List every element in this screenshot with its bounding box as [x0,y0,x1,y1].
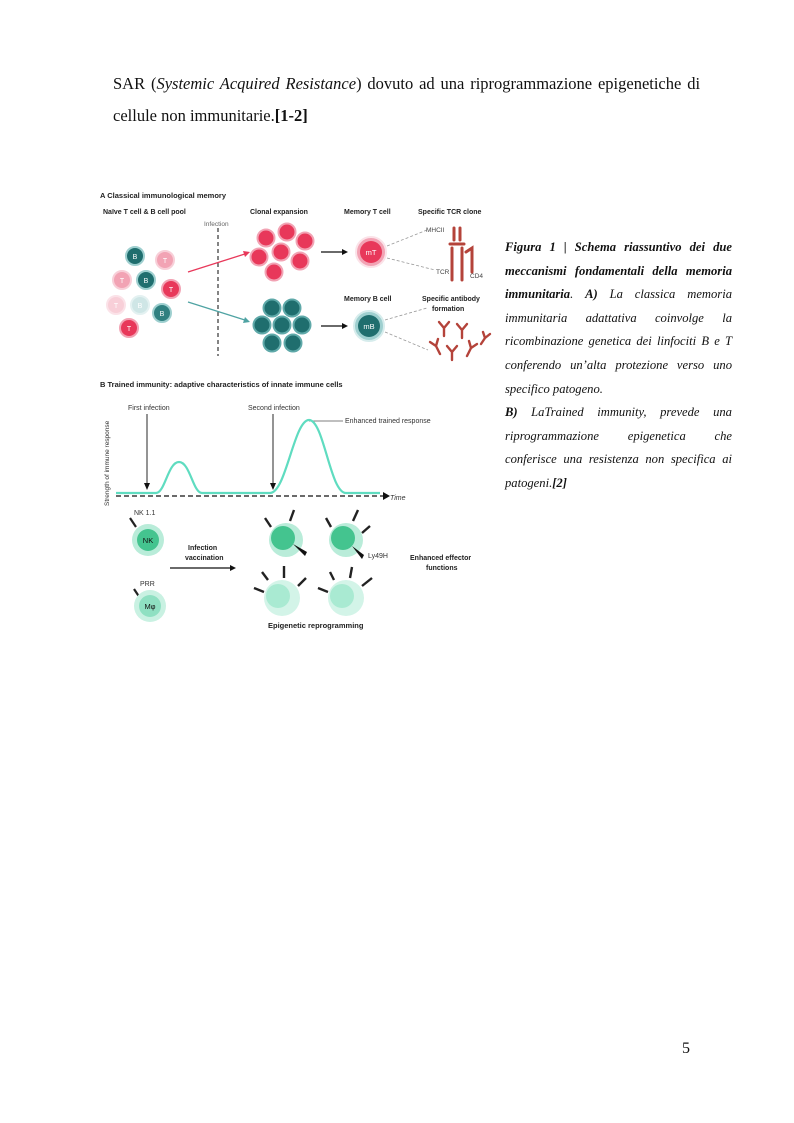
naive-b-cell [152,303,172,323]
body-text-end: ) dovuto ad una riprogrammazione epigene… [113,74,701,125]
trained-nk-cells [264,509,371,559]
mhcii-label: MHCII [426,227,445,234]
svg-text:T: T [169,287,174,294]
enhanced-response-label: Enhanced trained response [345,418,431,425]
naive-t-cell [155,250,175,270]
caption-a-text: La classica memoria immunitaria adattati… [505,287,732,396]
naive-b-cell [130,295,150,315]
ly49h-label: Ly49H [368,553,388,560]
caption-ref: [2] [552,475,567,490]
body-text-italic: Systemic Acquired Resistance [156,74,357,93]
nk-cell: NK [129,517,164,556]
naive-t-cell [106,295,126,315]
figure-caption: Figura 1 | Schema riassuntivo dei due me… [505,240,732,490]
memory-b-label: Memory B cell [344,296,392,303]
naive-t-cell [119,318,139,338]
y-axis-label: Strength of immune response [104,420,111,506]
page-number: 5 [682,1040,690,1057]
trained-macrophages [253,566,373,616]
prr-label: PRR [140,581,155,588]
clonal-expansion-label: Clonal expansion [250,209,308,216]
first-infection-label: First infection [128,405,170,412]
enhanced-effector-label: Enhanced effector [410,555,471,562]
panel-a-title: A Classical immunological memory [100,191,227,200]
epigenetic-reprogramming-label: Epigenetic reprogramming [268,621,364,630]
antibody-formation-label: formation [432,306,464,313]
naive-t-cell [112,270,132,290]
caption-b-text: LaTrained immunity, prevede una riprogra… [505,405,732,490]
tcr-clone-label: Specific TCR clone [418,209,482,216]
svg-text:T: T [127,326,132,333]
cd4-label: CD4 [470,273,483,280]
macrophage-cell: Mφ [133,588,166,622]
antibody-label: Specific antibody [422,296,480,303]
memory-t-cell: mT [355,236,387,268]
antibody-icons [428,320,492,362]
second-infection-label: Second infection [248,405,300,412]
body-paragraph: SAR (Systemic Acquired Resistance) dovut… [113,68,700,132]
svg-text:B: B [160,311,165,318]
b-cell-clones [252,298,312,353]
panel-b-title: B Trained immunity: adaptive characteris… [100,380,343,389]
b-expansion-arrow [187,301,249,322]
tcr-receptor-icon [448,226,474,282]
svg-text:B: B [133,254,138,261]
tcr-label: TCR [436,269,450,276]
t-expansion-arrow [187,252,249,273]
svg-text:B: B [144,278,149,285]
naive-b-cell [125,246,145,266]
svg-text:T: T [163,258,168,265]
caption-a-marker: A) [585,287,598,302]
naive-cell-pool: B T T B T T B B T [106,246,181,338]
infection-label: Infection [204,221,229,228]
enhanced-effector-label-2: functions [426,565,458,572]
citation-ref: [1-2] [274,106,308,125]
infection-vaccination-label-2: vaccination [185,555,224,562]
t-cell-clones [249,222,315,282]
caption-label: Figura 1 | Schema riassuntivo dei due me… [505,240,732,302]
immune-response-curve [116,418,380,495]
svg-text:Mφ: Mφ [144,602,155,611]
body-text-start: SAR ( [113,74,157,93]
svg-text:B: B [138,303,143,310]
immune-memory-figure: A Classical immunological memory Naïve T… [100,191,492,630]
svg-text:T: T [114,303,119,310]
naive-t-cell [161,279,181,299]
memory-b-cell: mB [353,310,385,342]
svg-text:NK: NK [143,536,153,545]
memory-t-label: Memory T cell [344,209,391,216]
nk11-label: NK 1.1 [134,510,156,517]
svg-text:mT: mT [366,248,377,257]
infection-vaccination-label: Infection [188,545,217,552]
svg-text:mB: mB [363,322,374,331]
time-label: Time [390,495,406,502]
pool-label: Naïve T cell & B cell pool [103,209,186,216]
svg-text:T: T [120,278,125,285]
naive-b-cell [136,270,156,290]
caption-b-marker: B) [505,405,518,420]
